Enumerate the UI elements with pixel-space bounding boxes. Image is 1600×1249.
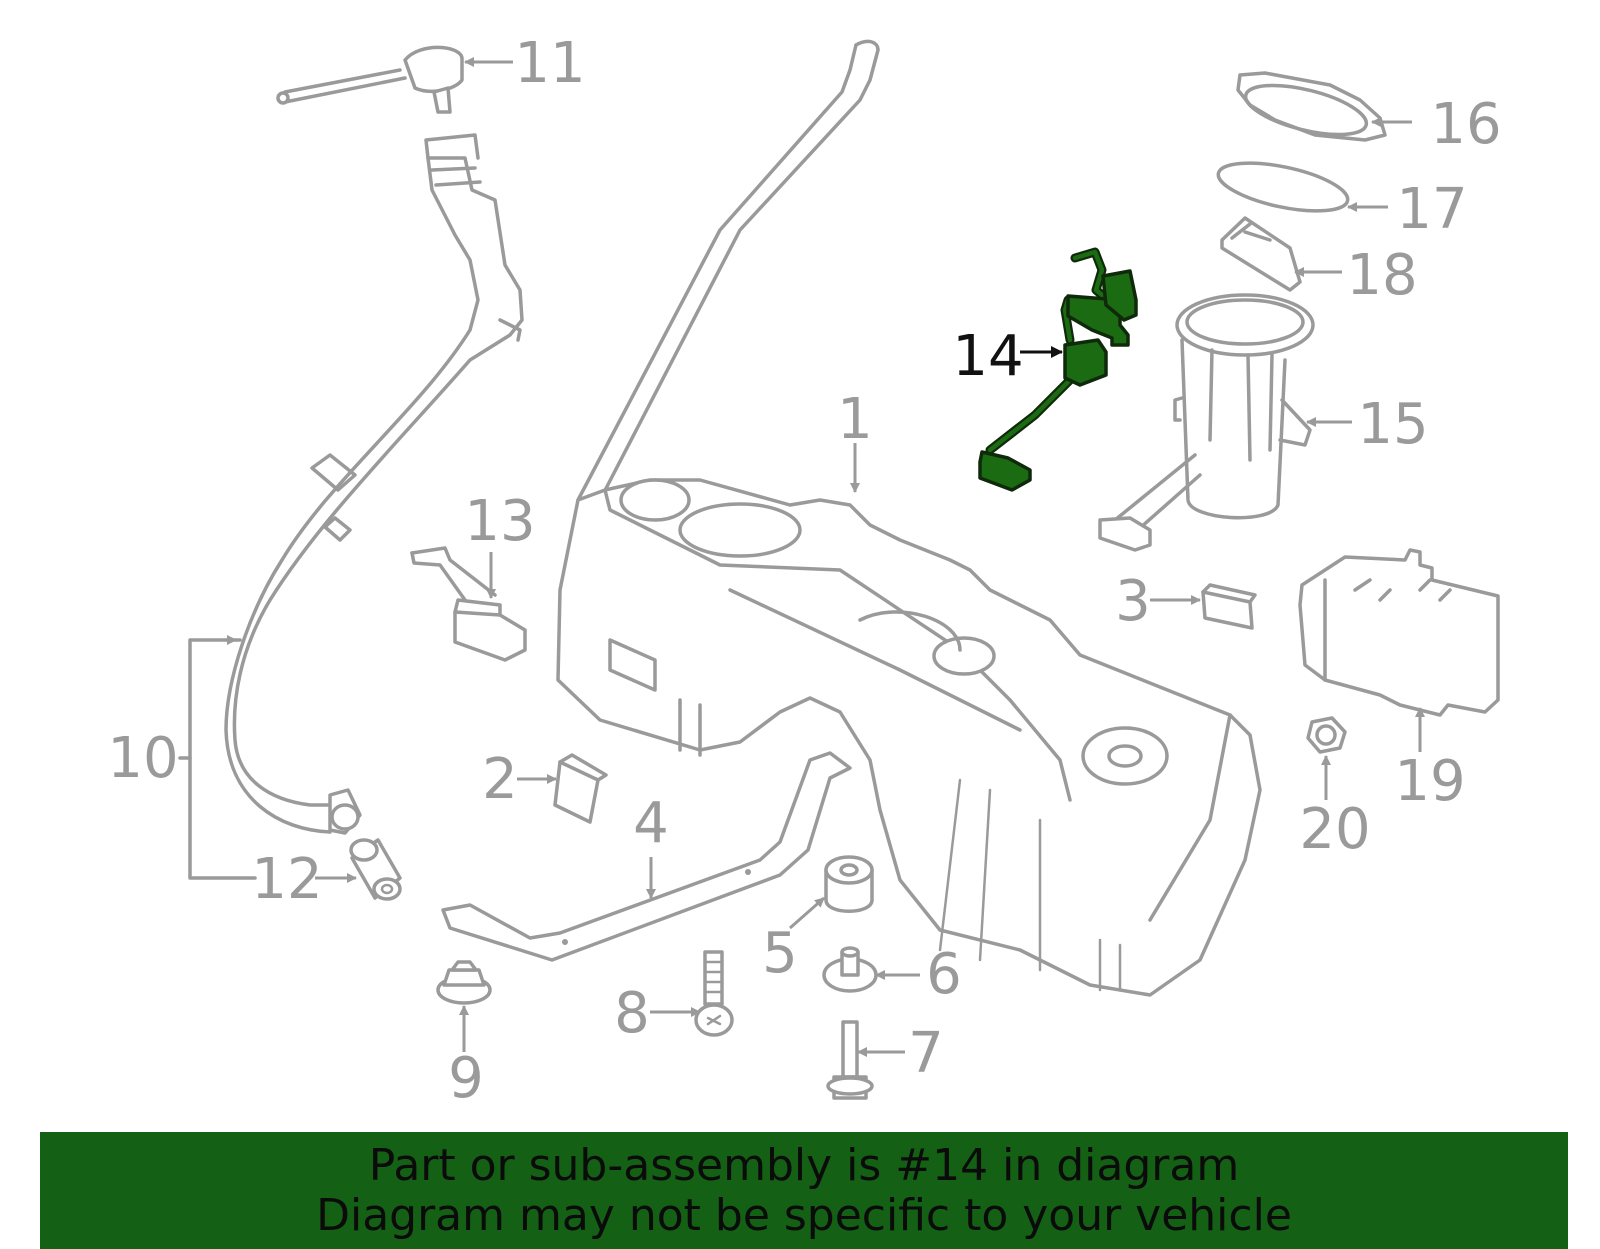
callout-4[interactable]: 4 [633, 791, 669, 856]
callout-labels: 1 2 3 4 5 6 7 8 9 10 11 12 13 14 15 16 1… [107, 31, 1501, 1111]
part-20-nut [1306, 716, 1347, 754]
callout-15[interactable]: 15 [1357, 392, 1428, 457]
part-6-grommet [822, 946, 878, 993]
part-12-sleeve [349, 838, 402, 901]
part-1-fuel-tank [556, 39, 1262, 997]
info-banner: Part or sub-assembly is #14 in diagram D… [40, 1132, 1568, 1249]
callout-18[interactable]: 18 [1346, 243, 1417, 308]
callout-2[interactable]: 2 [482, 747, 518, 812]
part-8-bolt [694, 950, 734, 1037]
part-11-fuel-cap [276, 45, 464, 114]
callout-5[interactable]: 5 [762, 921, 798, 986]
callout-14[interactable]: 14 [952, 324, 1023, 389]
part-3 [1201, 583, 1257, 630]
part-5-mount [824, 855, 874, 913]
callout-arrows [190, 57, 1425, 1057]
callout-10[interactable]: 10 [107, 726, 178, 791]
callout-1[interactable]: 1 [837, 387, 873, 452]
callout-3[interactable]: 3 [1115, 569, 1151, 634]
part-9-nut [436, 960, 492, 1005]
callout-16[interactable]: 16 [1430, 92, 1501, 157]
part-17-seal [1216, 161, 1350, 213]
callout-7[interactable]: 7 [908, 1021, 944, 1086]
banner-line-disclaimer: Diagram may not be specific to your vehi… [316, 1189, 1292, 1241]
callout-12[interactable]: 12 [251, 847, 322, 912]
part-15-fuel-pump-module [1098, 293, 1315, 552]
part-18-filter [1220, 216, 1302, 292]
part-4-tank-strap [441, 751, 852, 962]
part-10-filler-neck [178, 133, 524, 880]
part-16-lock-ring [1236, 71, 1387, 142]
callout-13[interactable]: 13 [464, 489, 535, 554]
part-19-control-unit [1298, 548, 1500, 717]
callout-19[interactable]: 19 [1394, 749, 1465, 814]
callout-20[interactable]: 20 [1299, 797, 1370, 862]
callout-11[interactable]: 11 [514, 31, 585, 96]
part-2 [553, 753, 608, 824]
part-7-bolt [826, 1020, 874, 1100]
callout-17[interactable]: 17 [1396, 177, 1467, 242]
banner-line-part: Part or sub-assembly is #14 in diagram [368, 1139, 1240, 1191]
callout-6[interactable]: 6 [926, 942, 962, 1007]
callout-8[interactable]: 8 [614, 981, 650, 1046]
part-14-fuel-level-sensor[interactable] [978, 247, 1138, 492]
callout-9[interactable]: 9 [448, 1046, 484, 1111]
part-13-sender [410, 546, 527, 662]
